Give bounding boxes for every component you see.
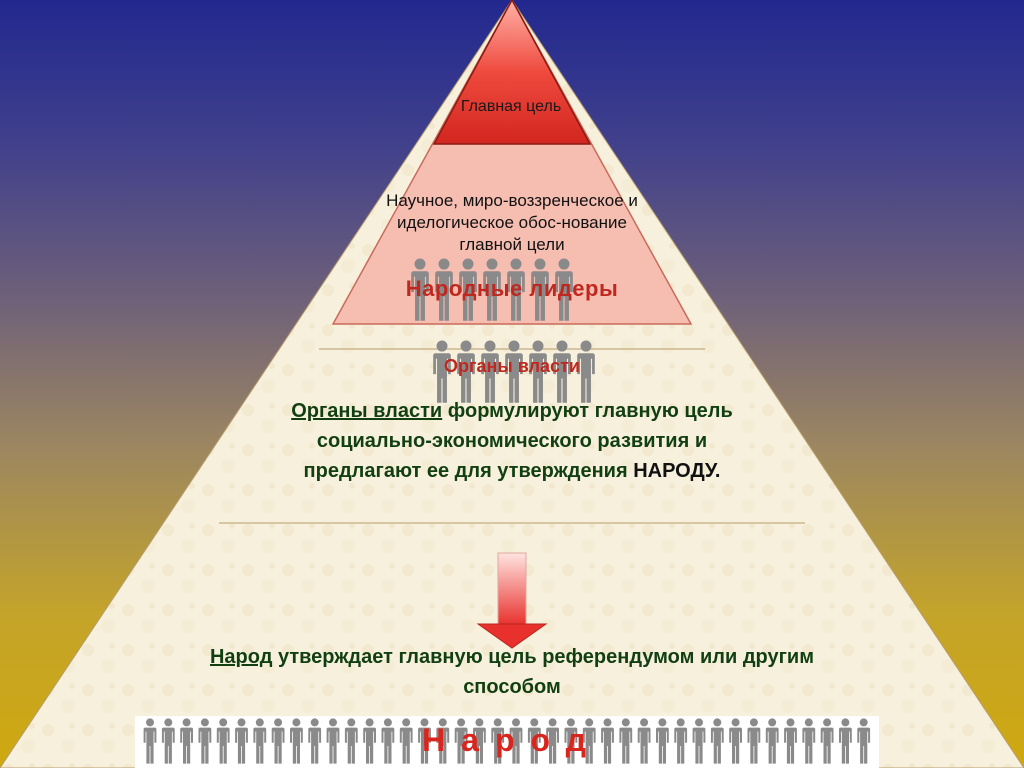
science-text: Научное, миро-воззренческое и иделогичес…	[386, 191, 638, 254]
organs-object: НАРОДУ.	[633, 460, 721, 482]
people-subject: Народ	[209, 646, 273, 668]
apex-label: Главная цель	[460, 98, 562, 115]
apex-triangle	[432, 0, 592, 145]
upper-pink-section	[331, 0, 693, 325]
people-body: утверждает главную цель референдумом или…	[272, 646, 815, 698]
people-description: Народ утверждает главную цель референдум…	[200, 642, 824, 702]
organs-subject: Органы власти	[291, 400, 443, 422]
people-label: Народ	[422, 722, 602, 758]
organs-description: Органы власти формулируют главную цель с…	[260, 396, 764, 486]
organs-title: Органы власти	[444, 356, 580, 376]
arrow-down-icon	[476, 552, 548, 649]
leaders-label: Народные лидеры	[405, 276, 619, 301]
organs-body: формулируют главную цель социально-эконо…	[303, 400, 733, 482]
